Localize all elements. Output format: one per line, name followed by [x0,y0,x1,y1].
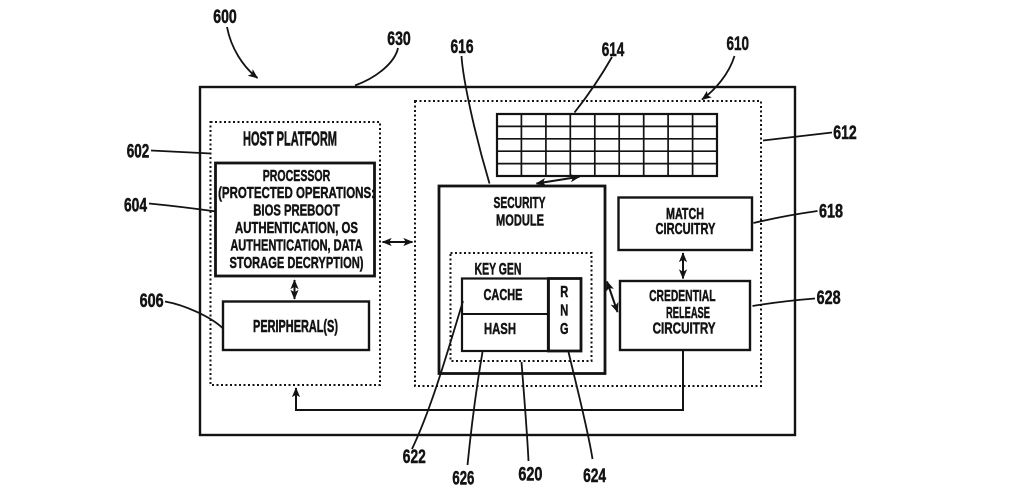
svg-text:CREDENTIAL: CREDENTIAL [649,287,715,305]
svg-text:618: 618 [819,201,843,222]
svg-text:622: 622 [403,446,426,468]
svg-text:630: 630 [387,28,410,50]
svg-text:CIRCUITRY: CIRCUITRY [656,220,716,237]
svg-text:BIOS PREBOOT: BIOS PREBOOT [253,200,340,218]
svg-text:G: G [560,320,568,338]
svg-text:606: 606 [140,290,164,311]
svg-text:610: 610 [726,34,749,55]
svg-text:R: R [560,283,568,300]
svg-text:KEY GEN: KEY GEN [475,259,522,278]
svg-text:602: 602 [127,141,150,162]
svg-text:620: 620 [518,464,542,485]
svg-text:CIRCUITRY: CIRCUITRY [653,319,716,337]
svg-text:CACHE: CACHE [484,286,523,303]
svg-text:612: 612 [833,122,856,144]
svg-text:MODULE: MODULE [496,212,544,229]
svg-text:SECURITY: SECURITY [494,194,546,212]
svg-text:614: 614 [602,40,625,61]
svg-text:PERIPHERAL(S): PERIPHERAL(S) [253,317,338,336]
svg-text:HOST PLATFORM: HOST PLATFORM [243,128,337,150]
svg-text:AUTHENTICATION, OS: AUTHENTICATION, OS [235,218,358,236]
svg-text:N: N [560,302,568,319]
svg-text:(PROTECTED OPERATIONS:: (PROTECTED OPERATIONS: [218,183,375,201]
svg-text:616: 616 [450,36,473,58]
svg-text:628: 628 [817,287,841,308]
svg-text:604: 604 [124,194,148,216]
svg-text:624: 624 [583,465,607,487]
svg-text:MATCH: MATCH [666,205,704,223]
svg-text:AUTHENTICATION, DATA: AUTHENTICATION, DATA [230,237,362,254]
svg-text:626: 626 [452,468,474,489]
svg-text:PROCESSOR: PROCESSOR [263,167,331,185]
svg-text:RELEASE: RELEASE [666,303,710,321]
svg-text:600: 600 [213,6,236,28]
svg-text:HASH: HASH [484,319,516,337]
svg-text:STORAGE DECRYPTION): STORAGE DECRYPTION) [230,254,364,271]
